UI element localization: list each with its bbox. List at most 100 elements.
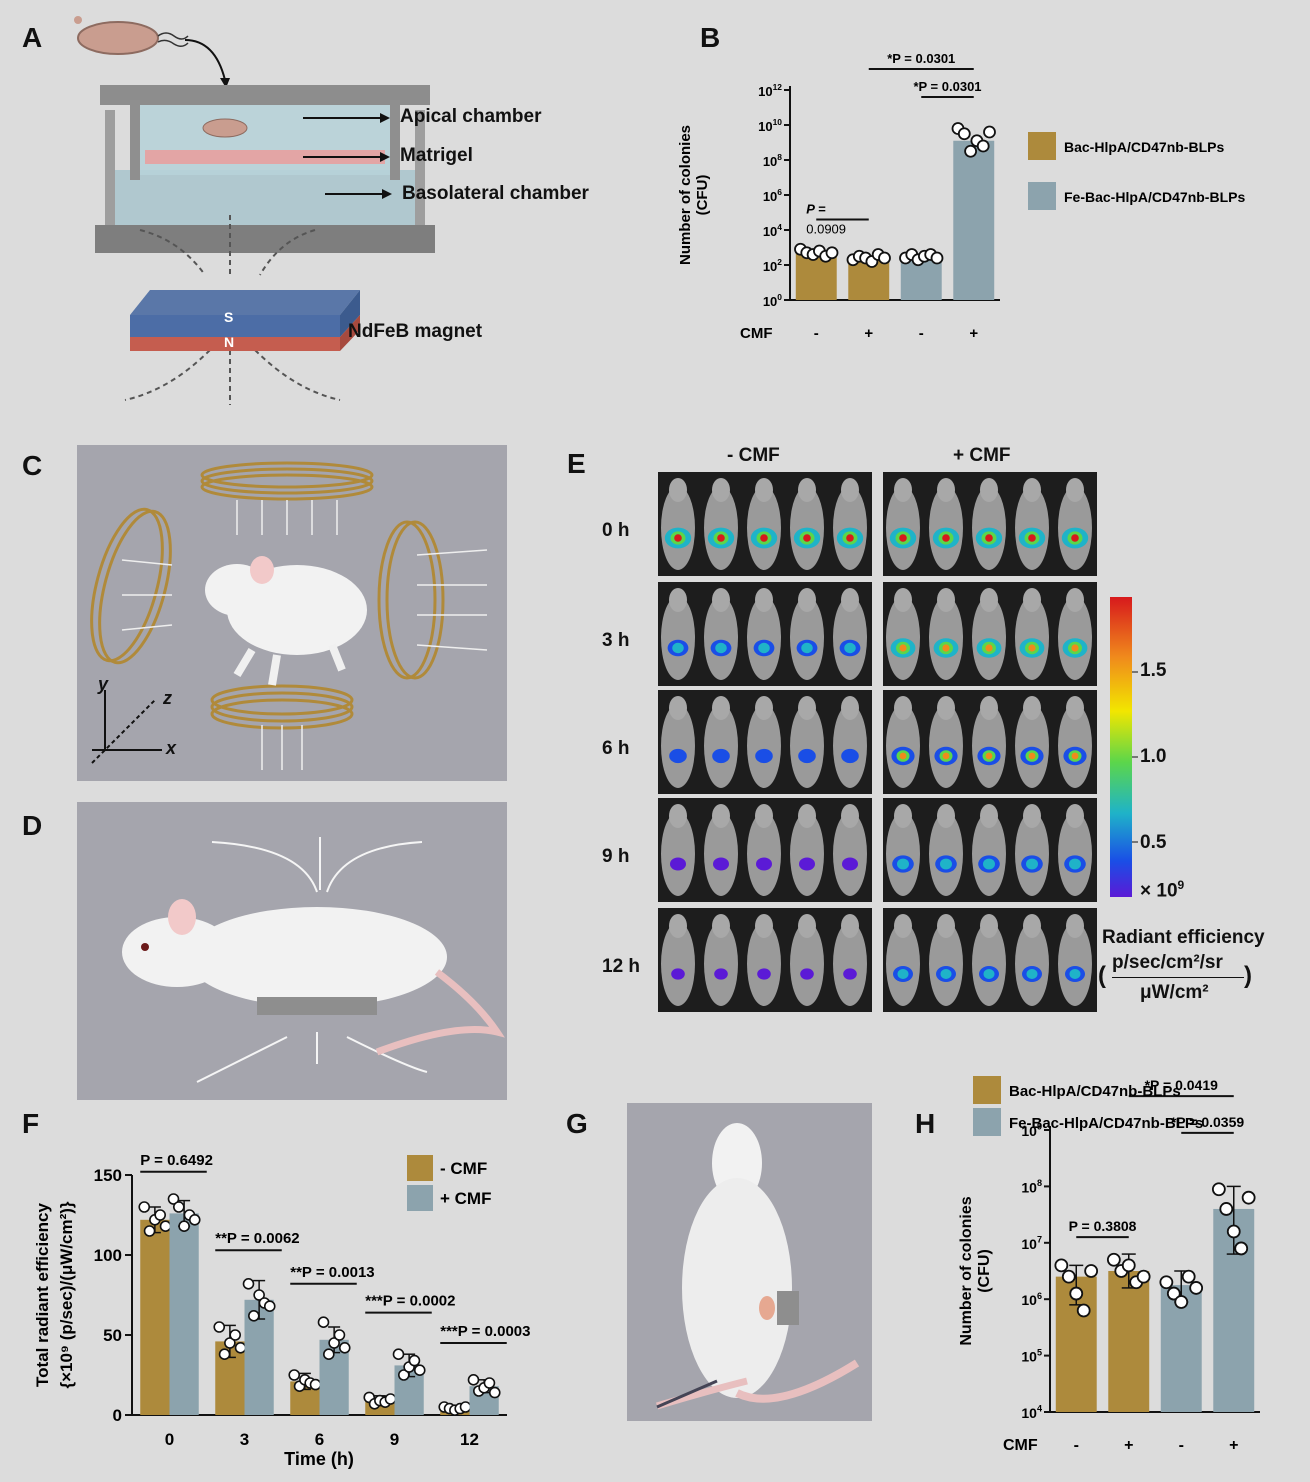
data-point: [1121, 1258, 1136, 1273]
syringe-icon: [656, 1379, 718, 1409]
y-tick-label: 1012: [758, 82, 782, 99]
data-point: [242, 1278, 255, 1290]
data-point: [1166, 1286, 1181, 1301]
mouse-head: [755, 804, 773, 828]
signal-mid: [759, 751, 769, 761]
cmf-sign: +: [864, 325, 873, 342]
mouse-silhouette: [747, 596, 781, 680]
cmf-sign: -: [1074, 1437, 1079, 1454]
legend-swatch: [1028, 182, 1056, 210]
pole-s-label: S: [224, 309, 234, 325]
legend-swatch: [1028, 132, 1056, 160]
data-point: [1054, 1258, 1069, 1273]
magnetic-coil-mouse-illustration: [77, 445, 507, 781]
data-point: [309, 1378, 322, 1391]
mouse-head: [980, 914, 998, 938]
magnet-block: [257, 997, 377, 1015]
signal-outer: [799, 857, 815, 871]
mouse-head: [798, 478, 816, 502]
matrigel-label: Matrigel: [400, 145, 473, 166]
p-value-label: P = 0.6492: [140, 1152, 213, 1169]
mouse-head: [1066, 804, 1084, 828]
data-point: [392, 1348, 405, 1360]
signal-core: [1028, 534, 1036, 542]
data-point: [288, 1369, 301, 1381]
signal-mid: [983, 969, 995, 979]
ivis-image: [883, 690, 1097, 794]
signal-mid: [845, 751, 855, 761]
apical-label: Apical chamber: [400, 106, 542, 127]
signal-mid: [715, 642, 727, 654]
data-point: [467, 1374, 480, 1386]
signal-mid: [1026, 858, 1038, 870]
p-value-label: *P = 0.0359: [1171, 1114, 1245, 1130]
colorbar-tick-1: 1.5: [1140, 660, 1167, 681]
ivis-image: [883, 472, 1097, 576]
signal-mid: [983, 858, 995, 870]
data-point: [1061, 1269, 1076, 1284]
signal-core: [899, 644, 907, 652]
time-row-label: 3 h: [602, 630, 630, 651]
mouse-silhouette: [929, 812, 963, 896]
mouse-silhouette: [833, 812, 867, 896]
legend-label: Bac-HlpA/CD47nb-BLPs: [1064, 139, 1224, 155]
mouse-silhouette: [833, 704, 867, 788]
cmf-sign: +: [1124, 1437, 1133, 1454]
mouse-head: [712, 914, 730, 938]
panel-b-label: B: [700, 22, 721, 53]
mouse-silhouette: [972, 812, 1006, 896]
signal-core: [717, 534, 725, 542]
y-tick-label: 108: [1021, 1178, 1042, 1195]
legend-swatch: [973, 1108, 1001, 1136]
y-tick-label: 1010: [758, 117, 782, 134]
data-point: [167, 1193, 180, 1205]
signal-outer: [842, 857, 858, 871]
bar: [169, 1213, 199, 1415]
signal-mid: [801, 642, 813, 654]
mouse-head: [1023, 914, 1041, 938]
mouse-head: [980, 804, 998, 828]
p-value-label: *P = 0.0301: [913, 79, 981, 94]
x-tick-label: 0: [165, 1430, 174, 1449]
y-tick-label: 106: [1021, 1291, 1042, 1308]
signal-mid: [844, 642, 856, 654]
ivis-image: [883, 908, 1097, 1012]
mouse-head: [894, 914, 912, 938]
y-axis-label: Number of colonies(CFU): [677, 125, 711, 265]
signal-outer: [757, 968, 771, 980]
pole-n-label: N: [224, 334, 235, 350]
signal-core: [1071, 534, 1079, 542]
mouse-head: [755, 588, 773, 612]
mouse-head: [669, 478, 687, 502]
mouse-silhouette: [886, 704, 920, 788]
mouse-silhouette: [1058, 812, 1092, 896]
mouse-head: [1023, 478, 1041, 502]
data-point: [957, 127, 971, 141]
data-point: [964, 144, 978, 158]
signal-core: [1071, 752, 1079, 760]
mouse-head: [1066, 478, 1084, 502]
signal-outer: [713, 857, 729, 871]
p-value-label: **P = 0.0013: [290, 1264, 374, 1281]
mouse-head: [980, 696, 998, 720]
mouse-head: [894, 478, 912, 502]
mouse-head: [669, 588, 687, 612]
y-axis-label-line1: Total radiant efficiency: [33, 1203, 52, 1387]
ivis-image: [658, 472, 872, 576]
data-point: [224, 1337, 236, 1349]
cmf-row-label: CMF: [1003, 1437, 1038, 1454]
data-point: [384, 1393, 397, 1405]
signal-core: [942, 644, 950, 652]
data-point: [154, 1209, 166, 1221]
mouse-silhouette: [1058, 596, 1092, 680]
mouse-silhouette: [886, 596, 920, 680]
time-row-label: 0 h: [602, 520, 630, 541]
transwell-diagram: [74, 16, 435, 405]
colorbar-multiplier: × 109: [1140, 878, 1185, 902]
colorbar-tick-3: 0.5: [1140, 832, 1167, 853]
signal-outer: [843, 968, 857, 980]
data-point: [1211, 1182, 1226, 1197]
